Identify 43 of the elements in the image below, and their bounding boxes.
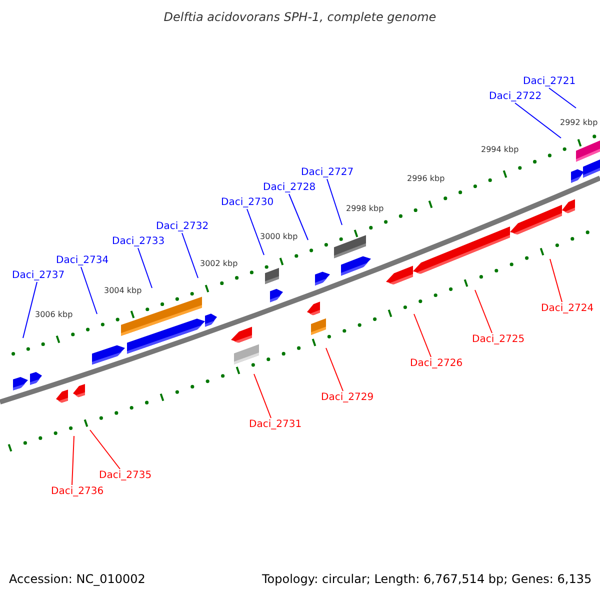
scale-label: 2992 kbp (560, 119, 598, 127)
scale-label: 3006 kbp (35, 311, 73, 319)
leader-line (326, 348, 344, 392)
gene-label: Daci_2737 (12, 269, 65, 282)
scale-label: 2998 kbp (346, 205, 384, 213)
scale-label: 2996 kbp (407, 175, 445, 183)
leader-line (90, 430, 120, 470)
footer-note: Topology: circular; Length: 6,767,514 bp; Genes: 6,135 (262, 573, 592, 585)
gene-label: Daci_2722 (489, 90, 542, 103)
scale-label: 3002 kbp (200, 260, 238, 268)
gene-label: Daci_2727 (301, 166, 354, 179)
leader-line (514, 102, 562, 138)
gene-label: Daci_2726 (410, 357, 463, 370)
scale-label: 2994 kbp (481, 146, 519, 154)
gene-label: Daci_2721 (523, 75, 576, 88)
gene-label: Daci_2736 (51, 485, 104, 498)
leader-line (246, 208, 264, 256)
leader-line (182, 232, 198, 278)
leader-line (414, 314, 432, 358)
gene-label: Daci_2724 (541, 302, 594, 315)
leader-line (138, 248, 152, 288)
gene-label: Daci_2735 (99, 469, 152, 482)
leader-line (22, 282, 38, 338)
scale-label: 3000 kbp (260, 233, 298, 241)
leader-line (550, 258, 562, 302)
scale-label: 3004 kbp (104, 287, 142, 295)
leader-line (326, 178, 342, 226)
gene-label: Daci_2734 (56, 254, 109, 267)
leader-line (288, 194, 308, 240)
gene-label: Daci_2730 (221, 196, 274, 209)
gene-label: Daci_2733 (112, 235, 165, 248)
leader-line (474, 290, 492, 334)
gene-label: Daci_2729 (321, 391, 374, 404)
leader-line (72, 436, 74, 486)
gene-label: Daci_2731 (249, 418, 302, 431)
footer-note: Accession: NC_010002 (9, 573, 146, 585)
gene-label: Daci_2725 (472, 333, 525, 346)
title: Delftia acidovorans SPH-1, complete genome (162, 10, 438, 25)
leader-line (254, 374, 272, 418)
gene-label: Daci_2732 (156, 220, 209, 233)
leader-line (548, 88, 576, 108)
gene-label: Daci_2728 (263, 181, 316, 194)
leader-line (80, 266, 98, 314)
